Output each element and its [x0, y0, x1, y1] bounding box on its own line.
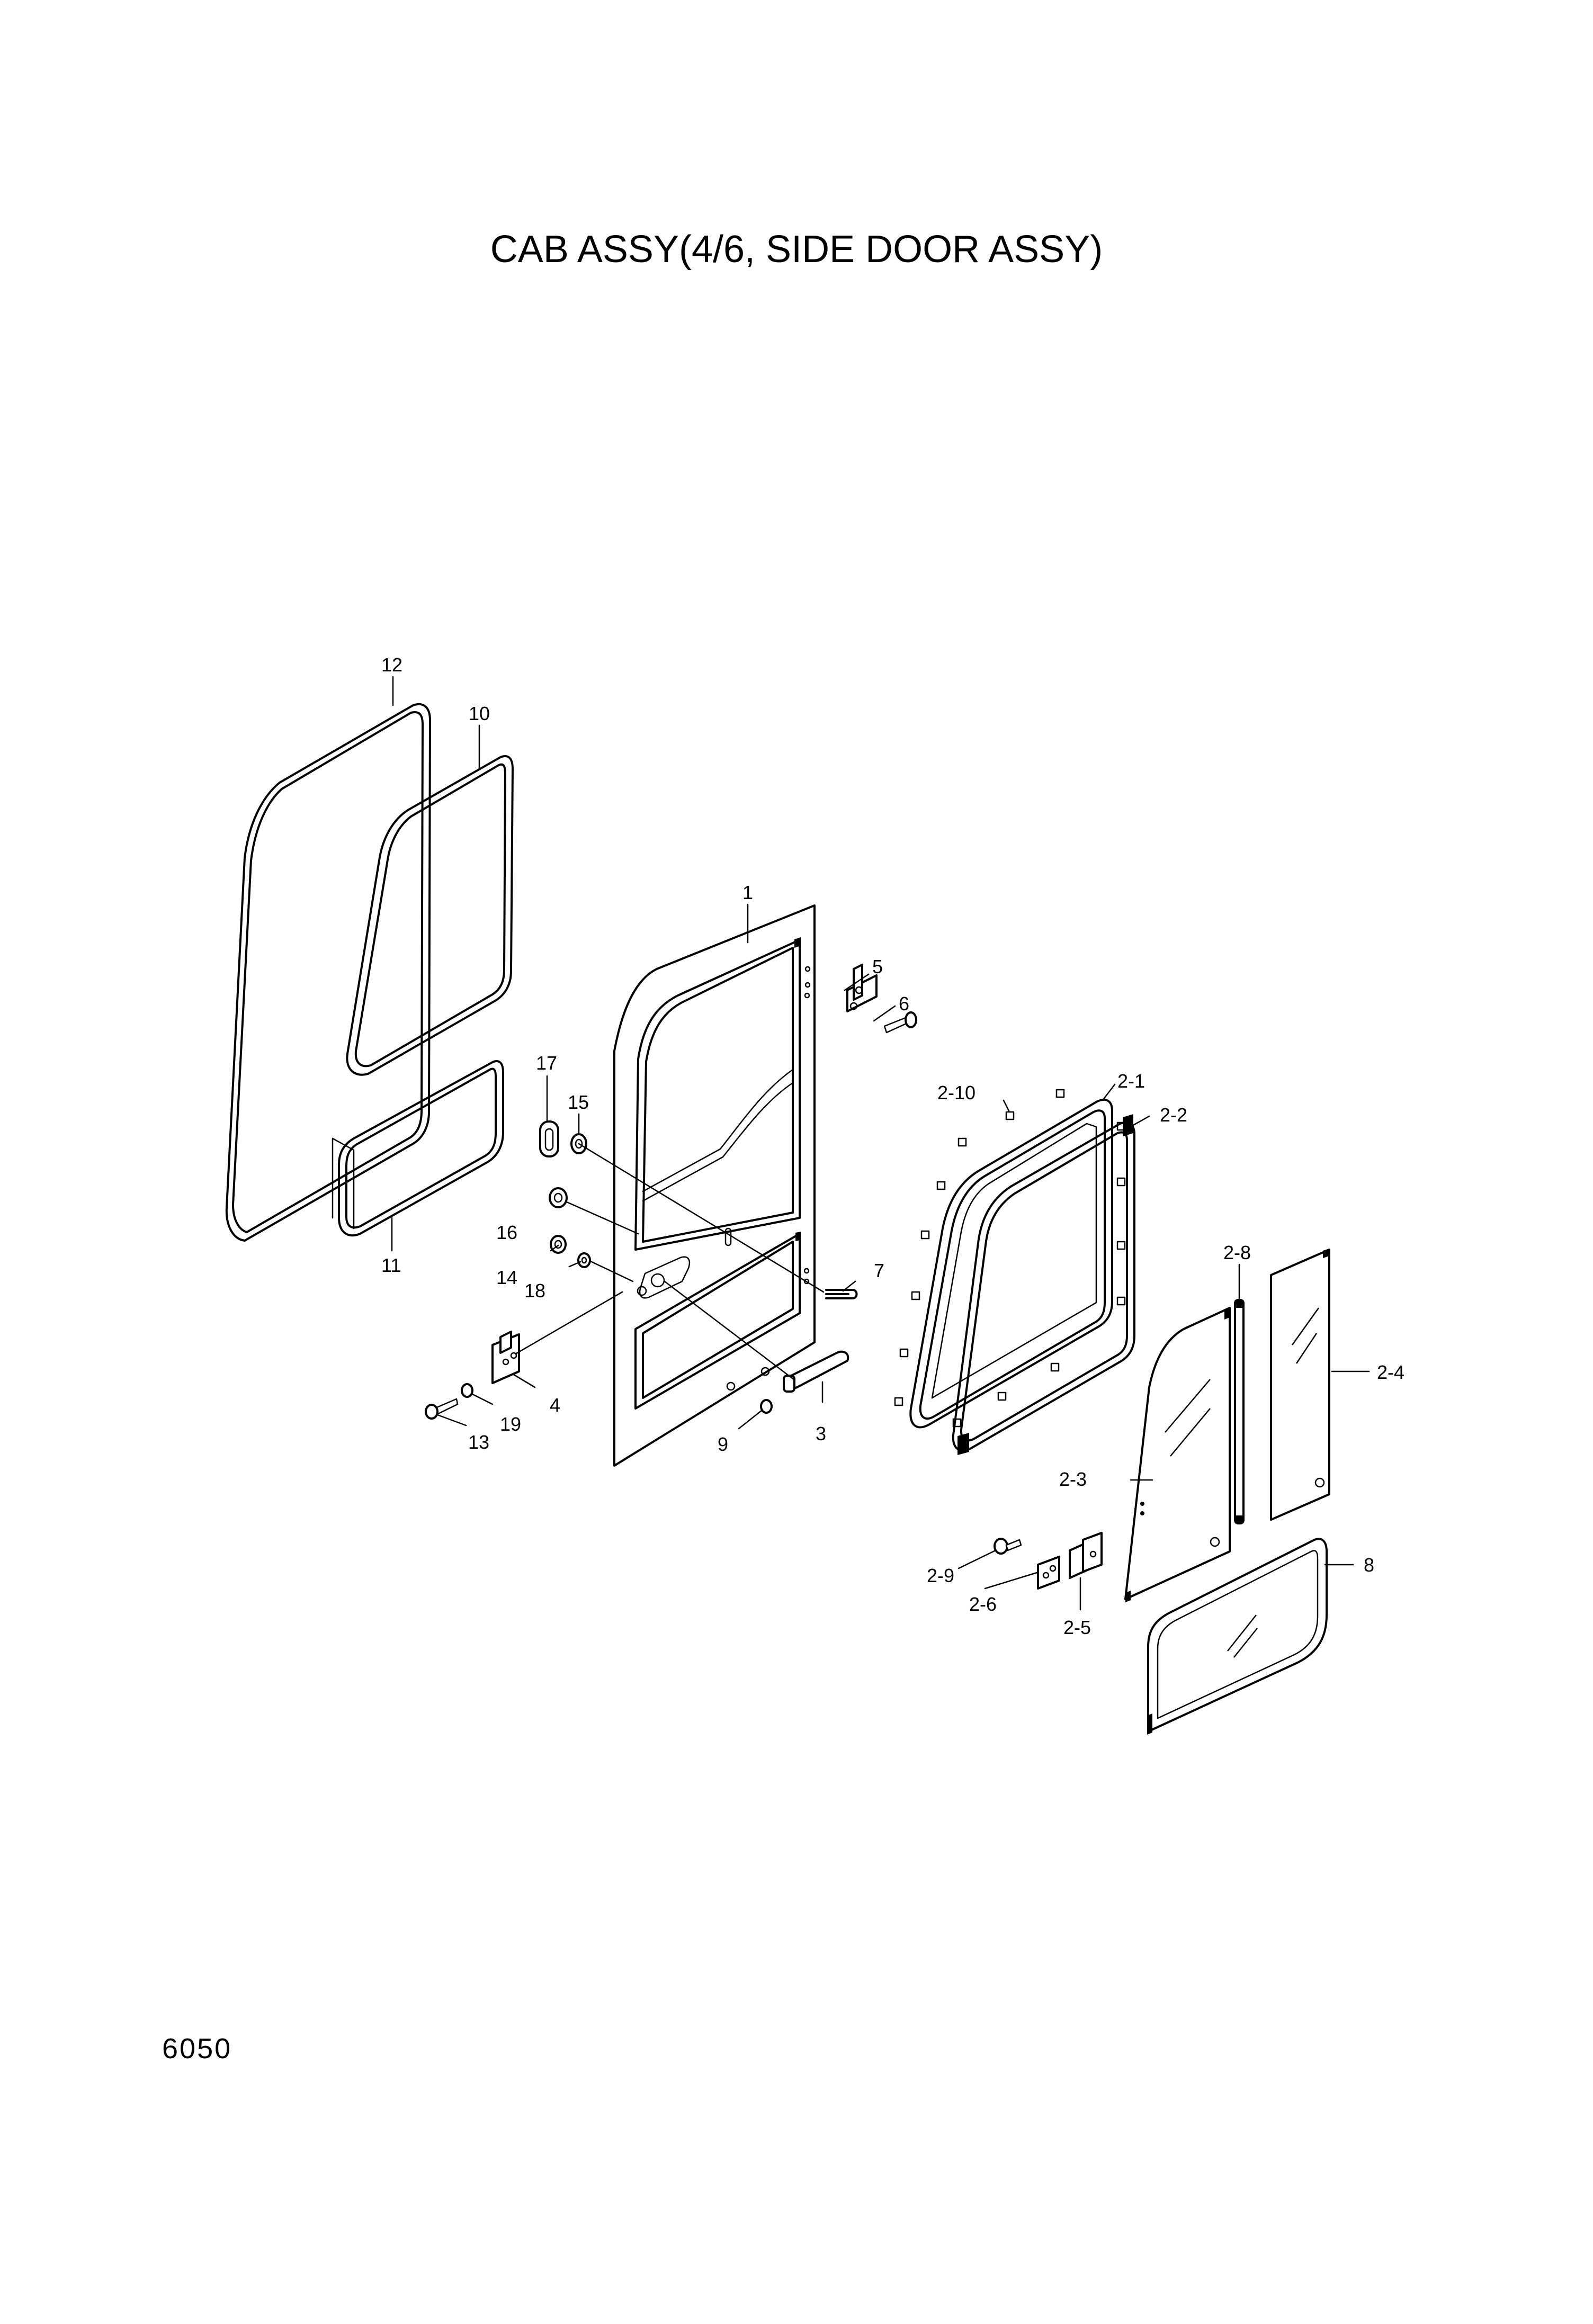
callout-2-8: 2-8 [1223, 1242, 1251, 1263]
callout-2-5: 2-5 [1063, 1617, 1091, 1638]
callout-9: 9 [718, 1433, 728, 1455]
part-16-bushing [549, 1187, 568, 1208]
part-7-striker [825, 1289, 858, 1299]
part-2-9-screw [994, 1538, 1022, 1555]
callout-17: 17 [536, 1052, 557, 1074]
part-4-latch [491, 1331, 520, 1384]
page-number: 6050 [162, 2033, 232, 2065]
callout-13: 13 [468, 1431, 489, 1453]
part-6-bolt [883, 1011, 917, 1034]
part-2-2-window-seal [952, 1114, 1135, 1455]
callout-6: 6 [899, 993, 909, 1015]
callout-1: 1 [742, 882, 753, 903]
part-8-lower-glass [1147, 1538, 1328, 1735]
callout-7: 7 [874, 1260, 884, 1281]
callout-19: 19 [500, 1413, 521, 1435]
part-18-washer [577, 1252, 591, 1268]
callout-12: 12 [381, 654, 402, 676]
part-10-window-seal [346, 755, 514, 1076]
part-12-door-seal [225, 703, 431, 1242]
part-2-3-sliding-glass [1124, 1307, 1231, 1602]
part-5-hinge [846, 964, 878, 1012]
callout-2-9: 2-9 [927, 1565, 954, 1586]
part-13-bolt [425, 1398, 459, 1420]
callout-10: 10 [469, 703, 490, 724]
part-11-window-seal [332, 1060, 504, 1237]
callout-5: 5 [872, 956, 883, 977]
part-3-handle [783, 1350, 849, 1393]
callout-2-1: 2-1 [1117, 1070, 1145, 1092]
callout-labels: 12 10 11 1 5 6 17 15 16 14 18 7 4 19 13 … [381, 654, 1404, 1638]
callout-11: 11 [381, 1254, 401, 1276]
callout-2-2: 2-2 [1160, 1104, 1187, 1126]
part-1-door-panel [613, 904, 816, 1467]
callout-8: 8 [1364, 1554, 1374, 1576]
callout-2-3: 2-3 [1059, 1468, 1087, 1490]
callout-2-10: 2-10 [937, 1082, 976, 1103]
part-2-8-seal-strip [1234, 1299, 1245, 1524]
callout-16: 16 [496, 1222, 517, 1243]
callout-4: 4 [550, 1394, 560, 1416]
part-17-grommet [539, 1120, 559, 1157]
callout-15: 15 [568, 1091, 589, 1113]
callout-2-6: 2-6 [969, 1593, 997, 1615]
part-19-washer [461, 1383, 473, 1398]
part-2-4-fixed-glass [1270, 1249, 1330, 1521]
callout-14: 14 [496, 1267, 517, 1288]
page-title: CAB ASSY(4/6, SIDE DOOR ASSY) [490, 228, 1103, 271]
leader-lines [391, 676, 1370, 1611]
callout-18: 18 [524, 1280, 545, 1302]
part-14-nut [550, 1235, 567, 1254]
callout-3: 3 [816, 1423, 826, 1444]
part-2-5-latch [1069, 1532, 1103, 1579]
callout-2-4: 2-4 [1377, 1361, 1404, 1383]
part-9-cap [760, 1399, 773, 1414]
part-2-6-bracket [1037, 1556, 1060, 1590]
